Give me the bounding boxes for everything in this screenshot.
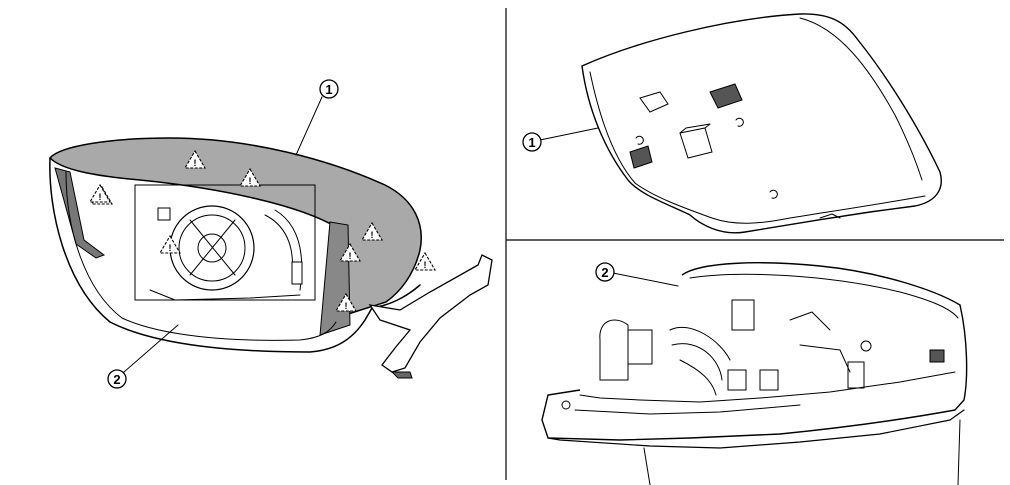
callout-left-cover: 1 (295, 79, 339, 156)
cover-clip-3 (629, 145, 653, 169)
cover-inner-lip (589, 71, 926, 224)
cover-clip-2 (709, 83, 743, 109)
mirror-housing-inner-rim (65, 171, 337, 341)
callout-top-right-cover-label: 1 (528, 135, 535, 150)
callout-bottom-right-housing: 2 (595, 262, 679, 287)
clip-marker-triangle: ! (184, 149, 206, 169)
removed-mirror-cover (581, 13, 942, 234)
mirror-housing-detail (541, 262, 968, 485)
clip-markers-left: !!!!!!!!! (89, 149, 436, 312)
callout-top-right-cover: 1 (522, 127, 599, 152)
callout-left-cover-label: 1 (325, 82, 332, 97)
panel-dividers (505, 8, 1004, 480)
clip-marker-triangle: ! (159, 234, 181, 254)
clip-marker-triangle: ! (339, 242, 361, 262)
housing-internals (561, 299, 956, 415)
cover-edge-hatch-right (319, 221, 351, 336)
callout-left-housing-label: 2 (113, 372, 120, 387)
clip-marker-symbol: ! (349, 251, 352, 261)
clip-marker-triangle: ! (414, 251, 436, 271)
clip-marker-triangle: ! (361, 221, 383, 241)
clip-marker-symbol: ! (99, 192, 102, 202)
clip-marker-triangle: ! (89, 183, 111, 203)
clip-marker-symbol: ! (345, 301, 348, 311)
clip-marker-symbol: ! (424, 260, 427, 270)
clip-marker-symbol: ! (194, 158, 197, 168)
cover-center-block (679, 127, 713, 159)
clip-marker-triangle: ! (239, 167, 261, 187)
callout-left-housing: 2 (107, 324, 179, 389)
callout-bottom-right-housing-label: 2 (601, 265, 608, 280)
clip-marker-symbol: ! (169, 243, 172, 253)
clip-marker-symbol: ! (371, 230, 374, 240)
cover-outline (581, 13, 942, 234)
mirror-cover-shaded (48, 137, 422, 322)
door-mount-bracket (368, 254, 493, 373)
mirror-motor-mechanism (134, 184, 316, 301)
housing-outer-shell (541, 262, 968, 441)
clip-marker-triangle: ! (335, 292, 357, 312)
cover-clip-1 (639, 91, 669, 113)
clip-marker-symbol: ! (249, 176, 252, 186)
left-mirror-assembly (48, 137, 493, 379)
